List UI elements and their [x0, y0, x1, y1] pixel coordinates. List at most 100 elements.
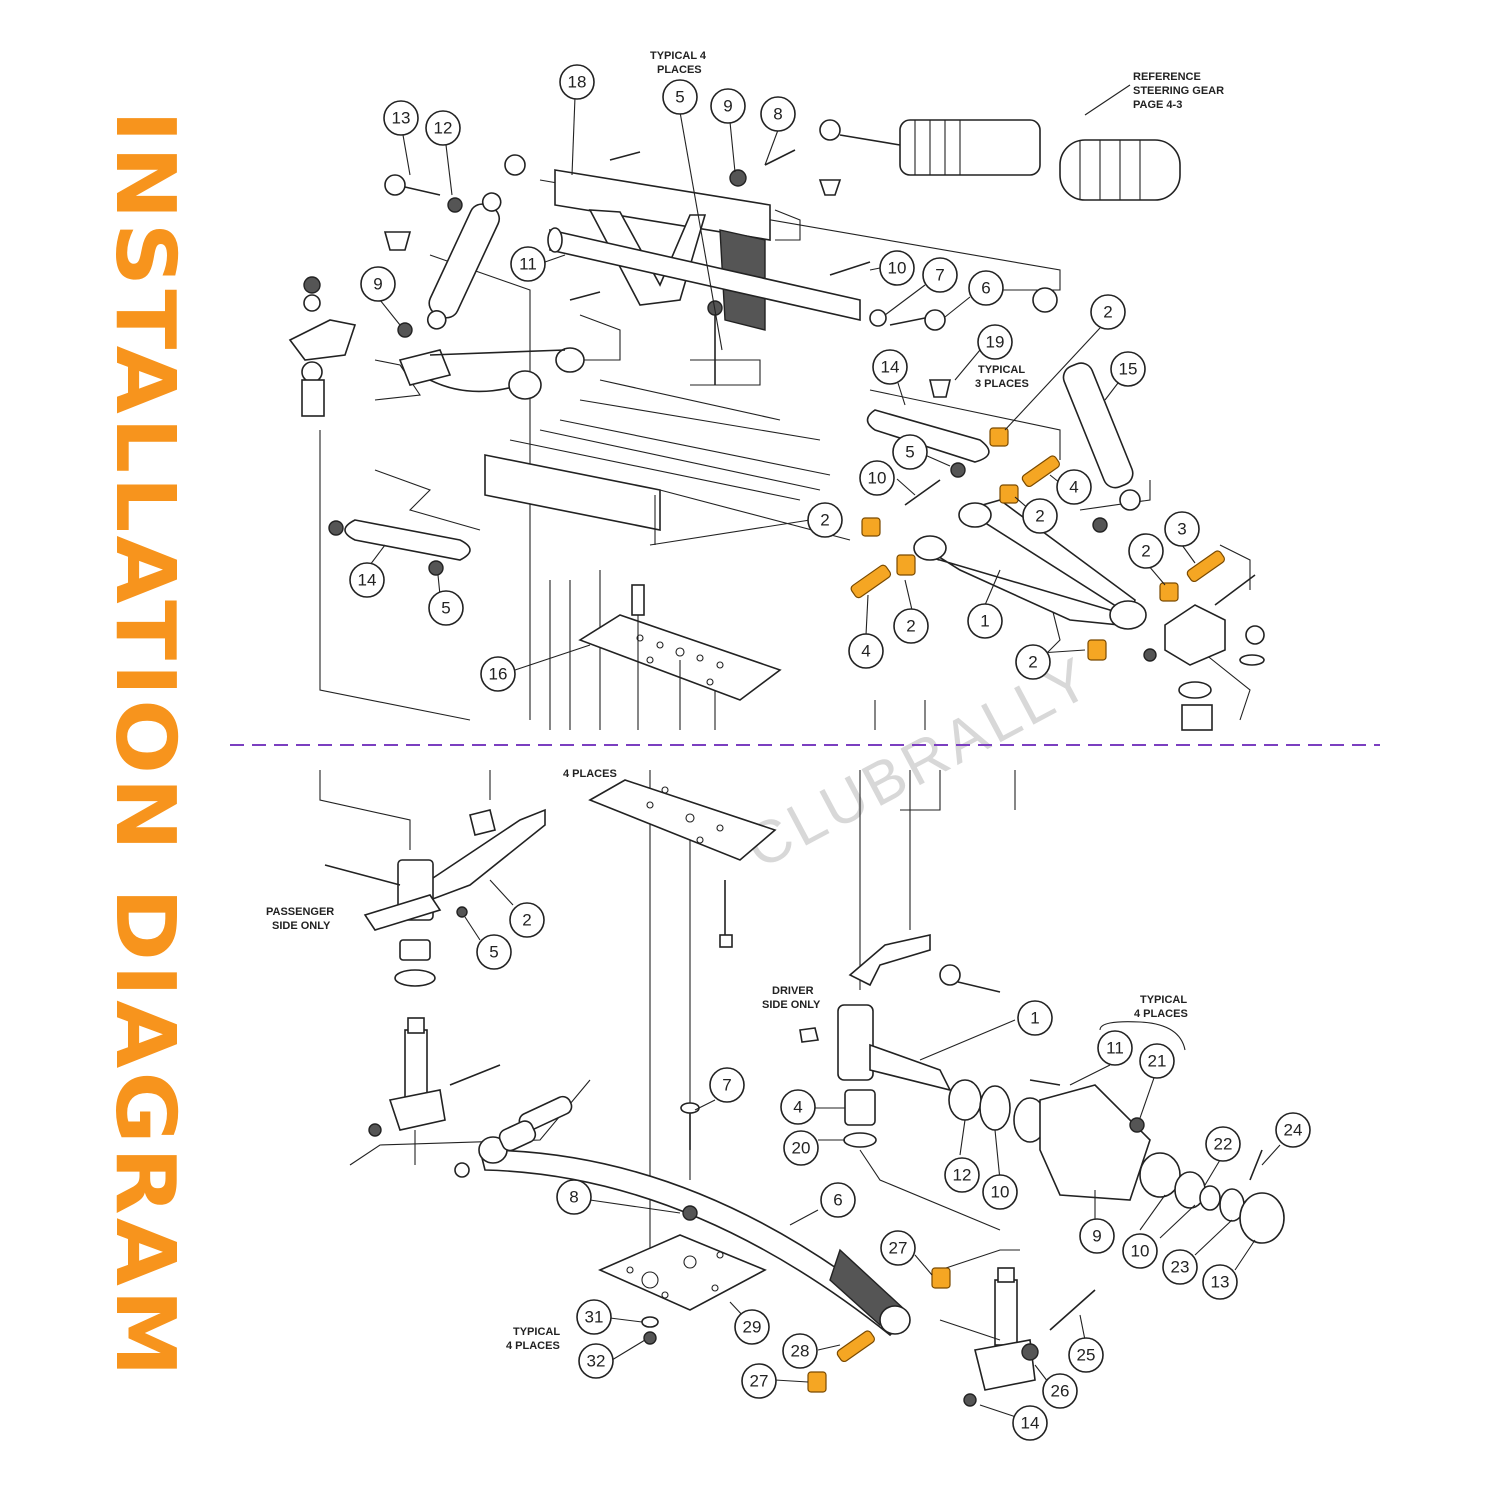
callout: 5 [476, 934, 512, 970]
svg-text:11: 11 [519, 255, 537, 274]
svg-text:26: 26 [1051, 1382, 1070, 1401]
callout: 4 [848, 633, 884, 669]
svg-text:3 PLACES: 3 PLACES [975, 378, 1029, 390]
svg-text:5: 5 [489, 943, 498, 962]
note-typical-4-places: TYPICAL 4 [650, 50, 707, 62]
callout: 2 [1090, 294, 1126, 330]
svg-text:7: 7 [722, 1076, 731, 1095]
callout: 28 [782, 1333, 818, 1369]
svg-text:10: 10 [868, 469, 887, 488]
svg-text:2: 2 [1141, 542, 1150, 561]
svg-text:21: 21 [1148, 1052, 1167, 1071]
callout: 6 [968, 270, 1004, 306]
diagram-title: INSTALLATION DIAGRAM [97, 110, 192, 1380]
bushing-group-bottom [807, 1267, 951, 1393]
svg-text:20: 20 [792, 1139, 811, 1158]
callout: 1 [967, 603, 1003, 639]
svg-text:3: 3 [1177, 520, 1186, 539]
callout: 10 [982, 1174, 1018, 1210]
svg-text:13: 13 [1211, 1273, 1230, 1292]
note-typical-4-places-left: TYPICAL [513, 1326, 560, 1338]
svg-text:2: 2 [522, 911, 531, 930]
callouts-top: 18 5 9 8 13 12 11 10 7 6 9 2 19 14 15 5 … [349, 64, 1200, 692]
callout: 10 [859, 460, 895, 496]
svg-text:2: 2 [1035, 507, 1044, 526]
callout: 14 [349, 562, 385, 598]
svg-text:14: 14 [1021, 1414, 1040, 1433]
callout: 12 [425, 110, 461, 146]
svg-text:PLACES: PLACES [657, 64, 702, 76]
svg-text:STEERING GEAR: STEERING GEAR [1133, 85, 1224, 97]
svg-text:12: 12 [434, 119, 453, 138]
callout: 2 [1128, 533, 1164, 569]
callout: 2 [807, 502, 843, 538]
svg-text:SIDE ONLY: SIDE ONLY [762, 999, 821, 1011]
notes: TYPICAL 4 PLACES REFERENCE STEERING GEAR… [266, 50, 1224, 1352]
callout: 6 [820, 1182, 856, 1218]
callout: 11 [510, 246, 546, 282]
callout: 8 [556, 1179, 592, 1215]
svg-text:32: 32 [587, 1352, 606, 1371]
callout: 25 [1068, 1337, 1104, 1373]
svg-text:5: 5 [675, 88, 684, 107]
callout: 7 [922, 257, 958, 293]
svg-text:24: 24 [1284, 1121, 1303, 1140]
svg-text:1: 1 [980, 612, 989, 631]
watermark: CLUBRALLY [735, 643, 1103, 881]
svg-text:1: 1 [1030, 1009, 1039, 1028]
callout: 27 [880, 1230, 916, 1266]
svg-text:8: 8 [773, 105, 782, 124]
svg-text:31: 31 [585, 1308, 604, 1327]
svg-text:14: 14 [881, 358, 900, 377]
callout: 5 [662, 79, 698, 115]
callout: 23 [1162, 1249, 1198, 1285]
callouts-bottom: 2 5 1 11 21 7 4 20 12 10 22 24 8 6 9 10 … [476, 902, 1311, 1441]
callout: 13 [1202, 1264, 1238, 1300]
svg-text:SIDE ONLY: SIDE ONLY [272, 920, 331, 932]
callout: 9 [1079, 1218, 1115, 1254]
callout: 4 [780, 1089, 816, 1125]
svg-text:25: 25 [1077, 1346, 1096, 1365]
svg-text:2: 2 [820, 511, 829, 530]
callout: 14 [872, 349, 908, 385]
callout: 19 [977, 324, 1013, 360]
callout: 15 [1110, 351, 1146, 387]
callout: 2 [509, 902, 545, 938]
note-4-places: 4 PLACES [563, 768, 617, 780]
svg-text:2: 2 [1028, 653, 1037, 672]
svg-text:9: 9 [1092, 1227, 1101, 1246]
note-typical-4-places-right: TYPICAL [1140, 994, 1187, 1006]
note-reference-steering: REFERENCE [1133, 71, 1201, 83]
svg-text:5: 5 [441, 599, 450, 618]
svg-text:4: 4 [1069, 478, 1078, 497]
callout: 5 [892, 434, 928, 470]
svg-text:7: 7 [935, 266, 944, 285]
callout: 12 [944, 1157, 980, 1193]
svg-text:16: 16 [489, 665, 508, 684]
svg-text:15: 15 [1119, 360, 1138, 379]
svg-text:12: 12 [953, 1166, 972, 1185]
svg-text:2: 2 [906, 617, 915, 636]
svg-text:10: 10 [991, 1183, 1010, 1202]
note-passenger-side: PASSENGER [266, 906, 334, 918]
svg-text:6: 6 [981, 279, 990, 298]
svg-text:4: 4 [793, 1098, 802, 1117]
svg-text:11: 11 [1106, 1039, 1124, 1058]
svg-text:13: 13 [392, 109, 411, 128]
svg-text:22: 22 [1214, 1135, 1233, 1154]
note-driver-side: DRIVER [772, 985, 814, 997]
svg-text:6: 6 [833, 1191, 842, 1210]
svg-text:9: 9 [723, 97, 732, 116]
svg-text:4 PLACES: 4 PLACES [1134, 1008, 1188, 1020]
svg-text:4 PLACES: 4 PLACES [506, 1340, 560, 1352]
callout: 13 [383, 100, 419, 136]
callout: 11 [1097, 1030, 1133, 1066]
callout: 2 [893, 608, 929, 644]
callout: 16 [480, 656, 516, 692]
callout: 7 [709, 1067, 745, 1103]
callout: 9 [360, 266, 396, 302]
callout: 2 [1015, 644, 1051, 680]
svg-text:23: 23 [1171, 1258, 1190, 1277]
callout: 5 [428, 590, 464, 626]
